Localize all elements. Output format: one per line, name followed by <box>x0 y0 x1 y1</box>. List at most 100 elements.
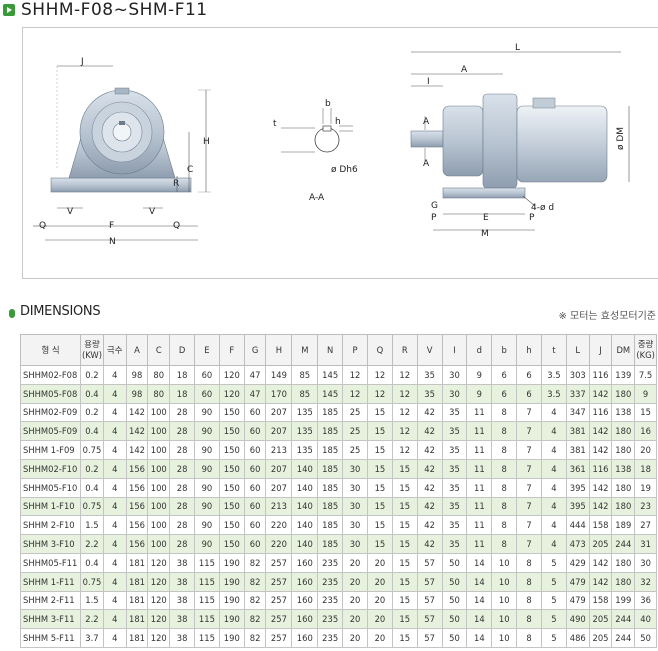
table-cell: 25 <box>342 402 368 423</box>
label-F: F <box>109 221 114 231</box>
table-cell: 9 <box>466 383 493 404</box>
dimensions-heading: DIMENSIONS <box>20 304 101 319</box>
table-cell: 135 <box>291 421 319 442</box>
table-cell: 139 <box>611 365 636 385</box>
table-cell: 235 <box>317 590 344 611</box>
table-cell: 90 <box>194 534 220 554</box>
table-cell: 18 <box>169 365 195 385</box>
table-cell: 395 <box>565 496 590 517</box>
column-header: N <box>317 334 344 366</box>
table-cell: 42 <box>416 402 443 423</box>
table-cell: 220 <box>265 515 293 536</box>
table-cell: 490 <box>565 609 590 630</box>
table-cell: 30 <box>342 458 368 479</box>
label-R: R <box>173 179 179 189</box>
table-cell: 8 <box>491 402 518 423</box>
table-cell: 28 <box>169 421 195 442</box>
table-cell: 82 <box>243 590 267 611</box>
table-cell: 15 <box>391 590 418 611</box>
table-cell: 42 <box>416 477 443 498</box>
table-cell: 20 <box>366 590 393 611</box>
table-cell: 1.5 <box>80 515 104 536</box>
table-cell: 14 <box>466 590 493 611</box>
table-cell: 181 <box>125 552 149 573</box>
table-cell: 235 <box>317 552 344 573</box>
table-cell: 142 <box>588 421 613 442</box>
table-cell: 150 <box>218 477 245 498</box>
page-title-row: SHHM-F08~SHM-F11 <box>3 0 208 20</box>
table-cell: 30 <box>342 515 368 536</box>
table-cell: 15 <box>366 402 393 423</box>
label-E: E <box>483 213 489 223</box>
table-cell: 12 <box>391 383 418 404</box>
table-cell: 7 <box>516 496 542 517</box>
table-cell: 244 <box>611 609 636 630</box>
table-cell: 150 <box>218 440 245 460</box>
table-cell: 14 <box>466 628 493 648</box>
label-C: C <box>187 165 193 175</box>
table-cell: 28 <box>169 402 195 423</box>
play-arrow-icon <box>3 4 15 16</box>
table-cell: 20 <box>634 440 657 460</box>
table-cell: 135 <box>291 402 319 423</box>
table-cell: 40 <box>634 609 657 630</box>
table-cell: 80 <box>147 365 171 385</box>
table-cell: 160 <box>291 609 319 630</box>
table-cell: 35 <box>441 402 468 423</box>
table-cell: 28 <box>169 534 195 554</box>
table-cell: 20 <box>342 571 368 592</box>
column-header: E <box>194 334 220 366</box>
table-cell: 50 <box>441 590 468 611</box>
table-cell: 115 <box>194 628 220 648</box>
label-Q-right: Q <box>173 221 180 231</box>
table-cell: 12 <box>391 421 418 442</box>
label-V-right: V <box>149 207 156 217</box>
table-cell: 205 <box>588 534 613 554</box>
table-cell: 145 <box>317 365 344 385</box>
table-cell: 479 <box>565 571 590 592</box>
model-cell: SHHM 3-F11 <box>19 609 82 630</box>
table-cell: 142 <box>588 552 613 573</box>
column-header: DM <box>611 334 636 366</box>
table-cell: 30 <box>441 383 468 404</box>
table-cell: 5 <box>540 552 567 573</box>
table-cell: 50 <box>441 571 468 592</box>
table-cell: 160 <box>291 628 319 648</box>
table-cell: 6 <box>516 365 542 385</box>
table-cell: 30 <box>634 552 657 573</box>
table-cell: 7 <box>516 421 542 442</box>
table-cell: 60 <box>243 421 267 442</box>
table-cell: 4 <box>540 496 567 517</box>
table-cell: 31 <box>634 534 657 554</box>
table-cell: 181 <box>125 590 149 611</box>
table-cell: 4 <box>102 515 127 536</box>
table-cell: 4 <box>102 571 127 592</box>
table-cell: 35 <box>441 496 468 517</box>
table-cell: 11 <box>466 458 493 479</box>
table-cell: 11 <box>466 515 493 536</box>
table-cell: 9 <box>634 383 657 404</box>
table-cell: 190 <box>218 609 245 630</box>
table-cell: 15 <box>391 571 418 592</box>
table-cell: 9 <box>466 365 493 385</box>
table-cell: 14 <box>466 552 493 573</box>
table-cell: 207 <box>265 458 293 479</box>
table-cell: 257 <box>265 628 293 648</box>
column-header: H <box>265 334 293 366</box>
table-cell: 57 <box>416 590 443 611</box>
table-cell: 8 <box>491 421 518 442</box>
table-cell: 150 <box>218 534 245 554</box>
table-cell: 181 <box>125 609 149 630</box>
model-cell: SHHM05-F08 <box>19 383 82 404</box>
table-cell: 82 <box>243 609 267 630</box>
table-cell: 185 <box>317 458 344 479</box>
model-cell: SHHM05-F10 <box>19 477 82 498</box>
table-cell: 429 <box>565 552 590 573</box>
table-cell: 28 <box>169 496 195 517</box>
table-cell: 19 <box>634 477 657 498</box>
